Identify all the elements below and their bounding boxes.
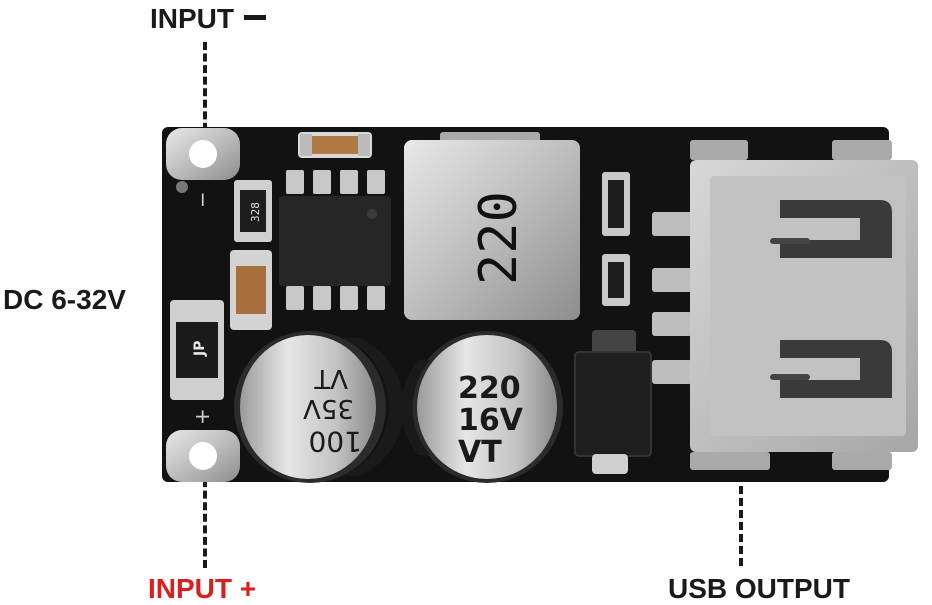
cap-left-line-1: VT <box>314 363 348 393</box>
pad-negative-mark: − <box>190 191 214 208</box>
schottky-diode <box>574 330 652 474</box>
smd-capacitor-side <box>230 250 272 330</box>
cap-left-text-group: VT 35V 100 <box>303 363 362 458</box>
mounting-dot <box>176 181 188 193</box>
input-positive-label: INPUT + <box>148 573 257 604</box>
jumper-marking: JP <box>192 341 208 357</box>
cap-left-line-3: 100 <box>309 425 362 458</box>
pad-positive-mark: + <box>190 408 214 425</box>
electrolytic-capacitor-left <box>234 331 405 483</box>
cap-right-line-1: 220 <box>458 371 521 406</box>
smd-resistor <box>234 180 272 242</box>
voltage-range-label: DC 6-32V <box>3 284 126 315</box>
smd-resistor-body <box>608 180 624 228</box>
smd-resistor-marking: 328 <box>249 202 262 222</box>
inductor <box>404 132 580 320</box>
cap-right-line-2: 16V <box>458 403 524 438</box>
minus-sign <box>244 15 266 21</box>
cap-right-line-3: VT <box>458 435 502 470</box>
leader-line-input-positive <box>203 456 207 568</box>
inductor-marking: 220 <box>469 191 529 285</box>
ic-chip <box>279 170 391 310</box>
cap-left-line-2: 35V <box>303 393 354 423</box>
input-positive-pad <box>166 430 240 482</box>
usb-output-label: USB OUTPUT <box>668 573 850 604</box>
leader-line-input-negative <box>203 42 207 154</box>
usb-pins <box>652 212 692 384</box>
smd-resistor-body-2 <box>608 262 624 298</box>
electrolytic-capacitor-right <box>401 331 563 483</box>
input-negative-pad <box>166 128 240 180</box>
jumper-jp <box>170 300 224 400</box>
smd-capacitor-top <box>298 132 372 158</box>
usb-connector <box>690 140 918 470</box>
input-negative-label: INPUT <box>150 5 266 33</box>
